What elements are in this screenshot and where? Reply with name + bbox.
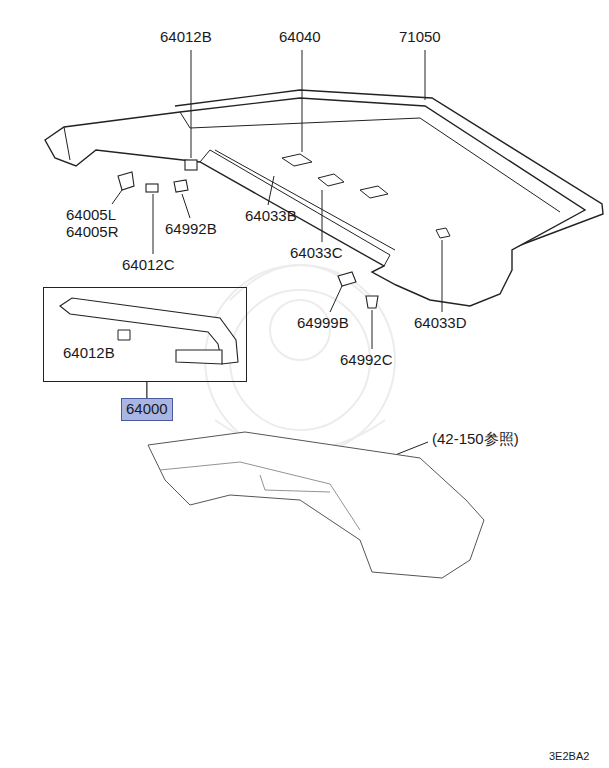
callout-number: 64992B bbox=[165, 221, 217, 238]
callout-number: 64005L bbox=[66, 207, 116, 224]
molding bbox=[60, 298, 238, 364]
part-number: 64012B bbox=[63, 345, 115, 362]
callout-number: (42-150参照) bbox=[432, 431, 519, 448]
spoiler-edges bbox=[64, 112, 560, 266]
clip-64012B bbox=[185, 160, 197, 170]
callout-number: 64999B bbox=[297, 315, 349, 332]
callout-number: 64992C bbox=[340, 352, 393, 369]
fasteners bbox=[118, 160, 378, 308]
callout-number: 64033D bbox=[414, 315, 467, 332]
callout-number: 64012B bbox=[160, 29, 212, 46]
bracket-line bbox=[146, 382, 147, 398]
bumper bbox=[148, 432, 484, 578]
screw-64992B bbox=[174, 180, 188, 192]
callout-number: 64033C bbox=[290, 245, 343, 262]
callout-number: 64040 bbox=[279, 29, 321, 46]
spoiler-body bbox=[45, 98, 585, 306]
molding-clip bbox=[118, 330, 130, 340]
leader-lines bbox=[112, 50, 442, 463]
bumper-detail bbox=[160, 462, 360, 530]
callout-number: 71050 bbox=[399, 29, 441, 46]
clip-64012C bbox=[146, 184, 158, 192]
group-box: 64012B bbox=[43, 287, 247, 382]
bracket-64005 bbox=[118, 172, 134, 190]
part-number: 64000 bbox=[126, 401, 168, 418]
callout-number: 64033B bbox=[245, 208, 297, 225]
spoiler-openings bbox=[282, 154, 450, 238]
molding-end bbox=[176, 350, 222, 364]
callout-number: 64012C bbox=[122, 257, 175, 274]
nut-64999B bbox=[338, 272, 356, 286]
callout-number: 64005R bbox=[66, 224, 119, 241]
highlighted-part-number: 64000 bbox=[121, 398, 173, 421]
garnish-line bbox=[215, 150, 395, 250]
figure-code: 3E2BA2 bbox=[549, 750, 589, 762]
screw-64992C bbox=[366, 296, 378, 308]
